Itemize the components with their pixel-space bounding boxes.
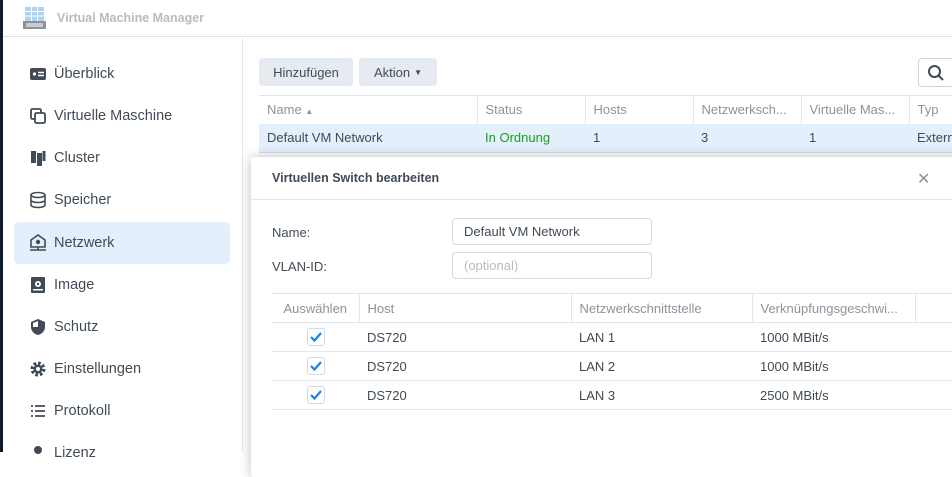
name-input[interactable]: Default VM Network	[452, 218, 652, 245]
sidebar-item-label: Netzwerk	[54, 235, 115, 251]
column-header-name[interactable]: Name ▲	[259, 95, 478, 124]
gear-icon	[30, 361, 46, 377]
interface-table: Auswählen Host Netzwerkschnittstelle Ver…	[272, 293, 952, 410]
cell-nics: 3	[693, 123, 801, 153]
table-header-row: Auswählen Host Netzwerkschnittstelle Ver…	[272, 293, 952, 323]
sidebar-item-label: Schutz	[54, 319, 99, 335]
window-edge	[0, 0, 3, 452]
sidebar-item-overview[interactable]: Überblick	[14, 53, 230, 95]
select-checkbox[interactable]	[306, 357, 325, 375]
column-header-vms[interactable]: Virtuelle Mas...	[801, 95, 910, 124]
cell-type: Extern	[909, 123, 952, 153]
cell-interface: LAN 2	[571, 351, 752, 381]
vm-icon	[30, 108, 46, 124]
table-header-row: Name ▲ Status Hosts Netzwerksch... Virtu…	[259, 95, 952, 124]
cell-host: DS720	[359, 380, 571, 410]
column-header-nics[interactable]: Netzwerksch...	[693, 95, 802, 124]
network-table: Name ▲ Status Hosts Netzwerksch... Virtu…	[259, 95, 952, 153]
add-button[interactable]: Hinzufügen	[259, 58, 353, 86]
storage-icon	[30, 191, 46, 209]
column-header-hosts[interactable]: Hosts	[585, 95, 694, 124]
edit-switch-dialog: Virtuellen Switch bearbeiten ✕ Name: Def…	[251, 157, 952, 477]
sidebar-item-label: Einstellungen	[54, 361, 142, 377]
network-icon	[30, 234, 46, 251]
sort-asc-icon: ▲	[305, 107, 314, 117]
sidebar-item-network[interactable]: Netzwerk	[14, 222, 230, 264]
checkmark-icon	[309, 332, 322, 343]
overview-icon	[30, 68, 46, 80]
sidebar-item-settings[interactable]: Einstellungen	[14, 348, 230, 390]
column-header-status[interactable]: Status	[477, 95, 586, 124]
sidebar-item-log[interactable]: Protokoll	[14, 390, 230, 432]
column-header-select[interactable]: Auswählen	[272, 293, 360, 323]
name-label: Name:	[272, 225, 311, 240]
sidebar-item-storage[interactable]: Speicher	[14, 179, 230, 221]
search-button[interactable]	[918, 58, 952, 87]
close-icon[interactable]: ✕	[917, 171, 931, 188]
action-label: Aktion	[373, 64, 411, 80]
cell-interface: LAN 1	[571, 322, 752, 352]
cell-vms: 1	[801, 123, 909, 153]
sidebar-item-label: Lizenz	[54, 445, 96, 461]
cluster-icon	[31, 151, 46, 166]
sidebar-item-label: Überblick	[54, 66, 115, 82]
table-row[interactable]: DS720 LAN 2 1000 MBit/s	[272, 351, 952, 381]
sidebar-item-cluster[interactable]: Cluster	[14, 137, 230, 179]
cell-host: DS720	[359, 351, 571, 381]
sidebar-item-label: Virtuelle Maschine	[54, 108, 173, 124]
table-row[interactable]: DS720 LAN 3 2500 MBit/s	[272, 380, 952, 410]
column-header-speed[interactable]: Verknüpfungsgeschwi...	[752, 293, 916, 323]
sidebar-item-label: Speicher	[54, 192, 112, 208]
cell-speed: 1000 MBit/s	[752, 322, 915, 352]
column-header-type[interactable]: Typ	[909, 95, 952, 124]
checkmark-icon	[309, 390, 322, 401]
cell-hosts: 1	[585, 123, 693, 153]
table-row[interactable]: DS720 LAN 1 1000 MBit/s	[272, 322, 952, 352]
table-row[interactable]: Default VM Network In Ordnung 1 3 1 Exte…	[259, 123, 952, 153]
app-header: Virtual Machine Manager	[3, 0, 952, 37]
sidebar: Überblick Virtuelle Maschine Cluster Spe…	[3, 38, 243, 461]
image-icon	[31, 277, 45, 293]
sidebar-item-label: Cluster	[54, 150, 100, 166]
vlan-input[interactable]: (optional)	[452, 252, 652, 279]
list-icon	[31, 405, 45, 417]
dialog-title: Virtuellen Switch bearbeiten	[251, 157, 952, 200]
app-logo-icon	[23, 7, 46, 29]
cell-name: Default VM Network	[259, 123, 477, 153]
select-checkbox[interactable]	[306, 328, 325, 346]
sidebar-item-protection[interactable]: Schutz	[14, 306, 230, 348]
sidebar-item-label: Protokoll	[54, 403, 111, 419]
app-title: Virtual Machine Manager	[57, 11, 205, 25]
column-header-extra	[915, 293, 952, 323]
caret-down-icon: ▼	[414, 67, 423, 77]
select-checkbox[interactable]	[306, 386, 325, 404]
column-header-interface[interactable]: Netzwerkschnittstelle	[571, 293, 753, 323]
column-label: Name	[267, 102, 302, 118]
license-icon	[34, 446, 42, 454]
cell-speed: 1000 MBit/s	[752, 351, 915, 381]
sidebar-item-label: Image	[54, 277, 95, 293]
cell-host: DS720	[359, 322, 571, 352]
vlan-label: VLAN-ID:	[272, 259, 327, 274]
sidebar-item-license[interactable]: Lizenz	[14, 432, 230, 474]
search-icon	[928, 65, 944, 81]
shield-icon	[31, 319, 45, 335]
checkmark-icon	[309, 361, 322, 372]
cell-interface: LAN 3	[571, 380, 752, 410]
column-header-host[interactable]: Host	[359, 293, 572, 323]
cell-speed: 2500 MBit/s	[752, 380, 915, 410]
action-dropdown-button[interactable]: Aktion▼	[359, 58, 437, 86]
sidebar-item-image[interactable]: Image	[14, 264, 230, 306]
sidebar-item-virtual-machine[interactable]: Virtuelle Maschine	[14, 95, 230, 137]
cell-status: In Ordnung	[477, 123, 585, 153]
